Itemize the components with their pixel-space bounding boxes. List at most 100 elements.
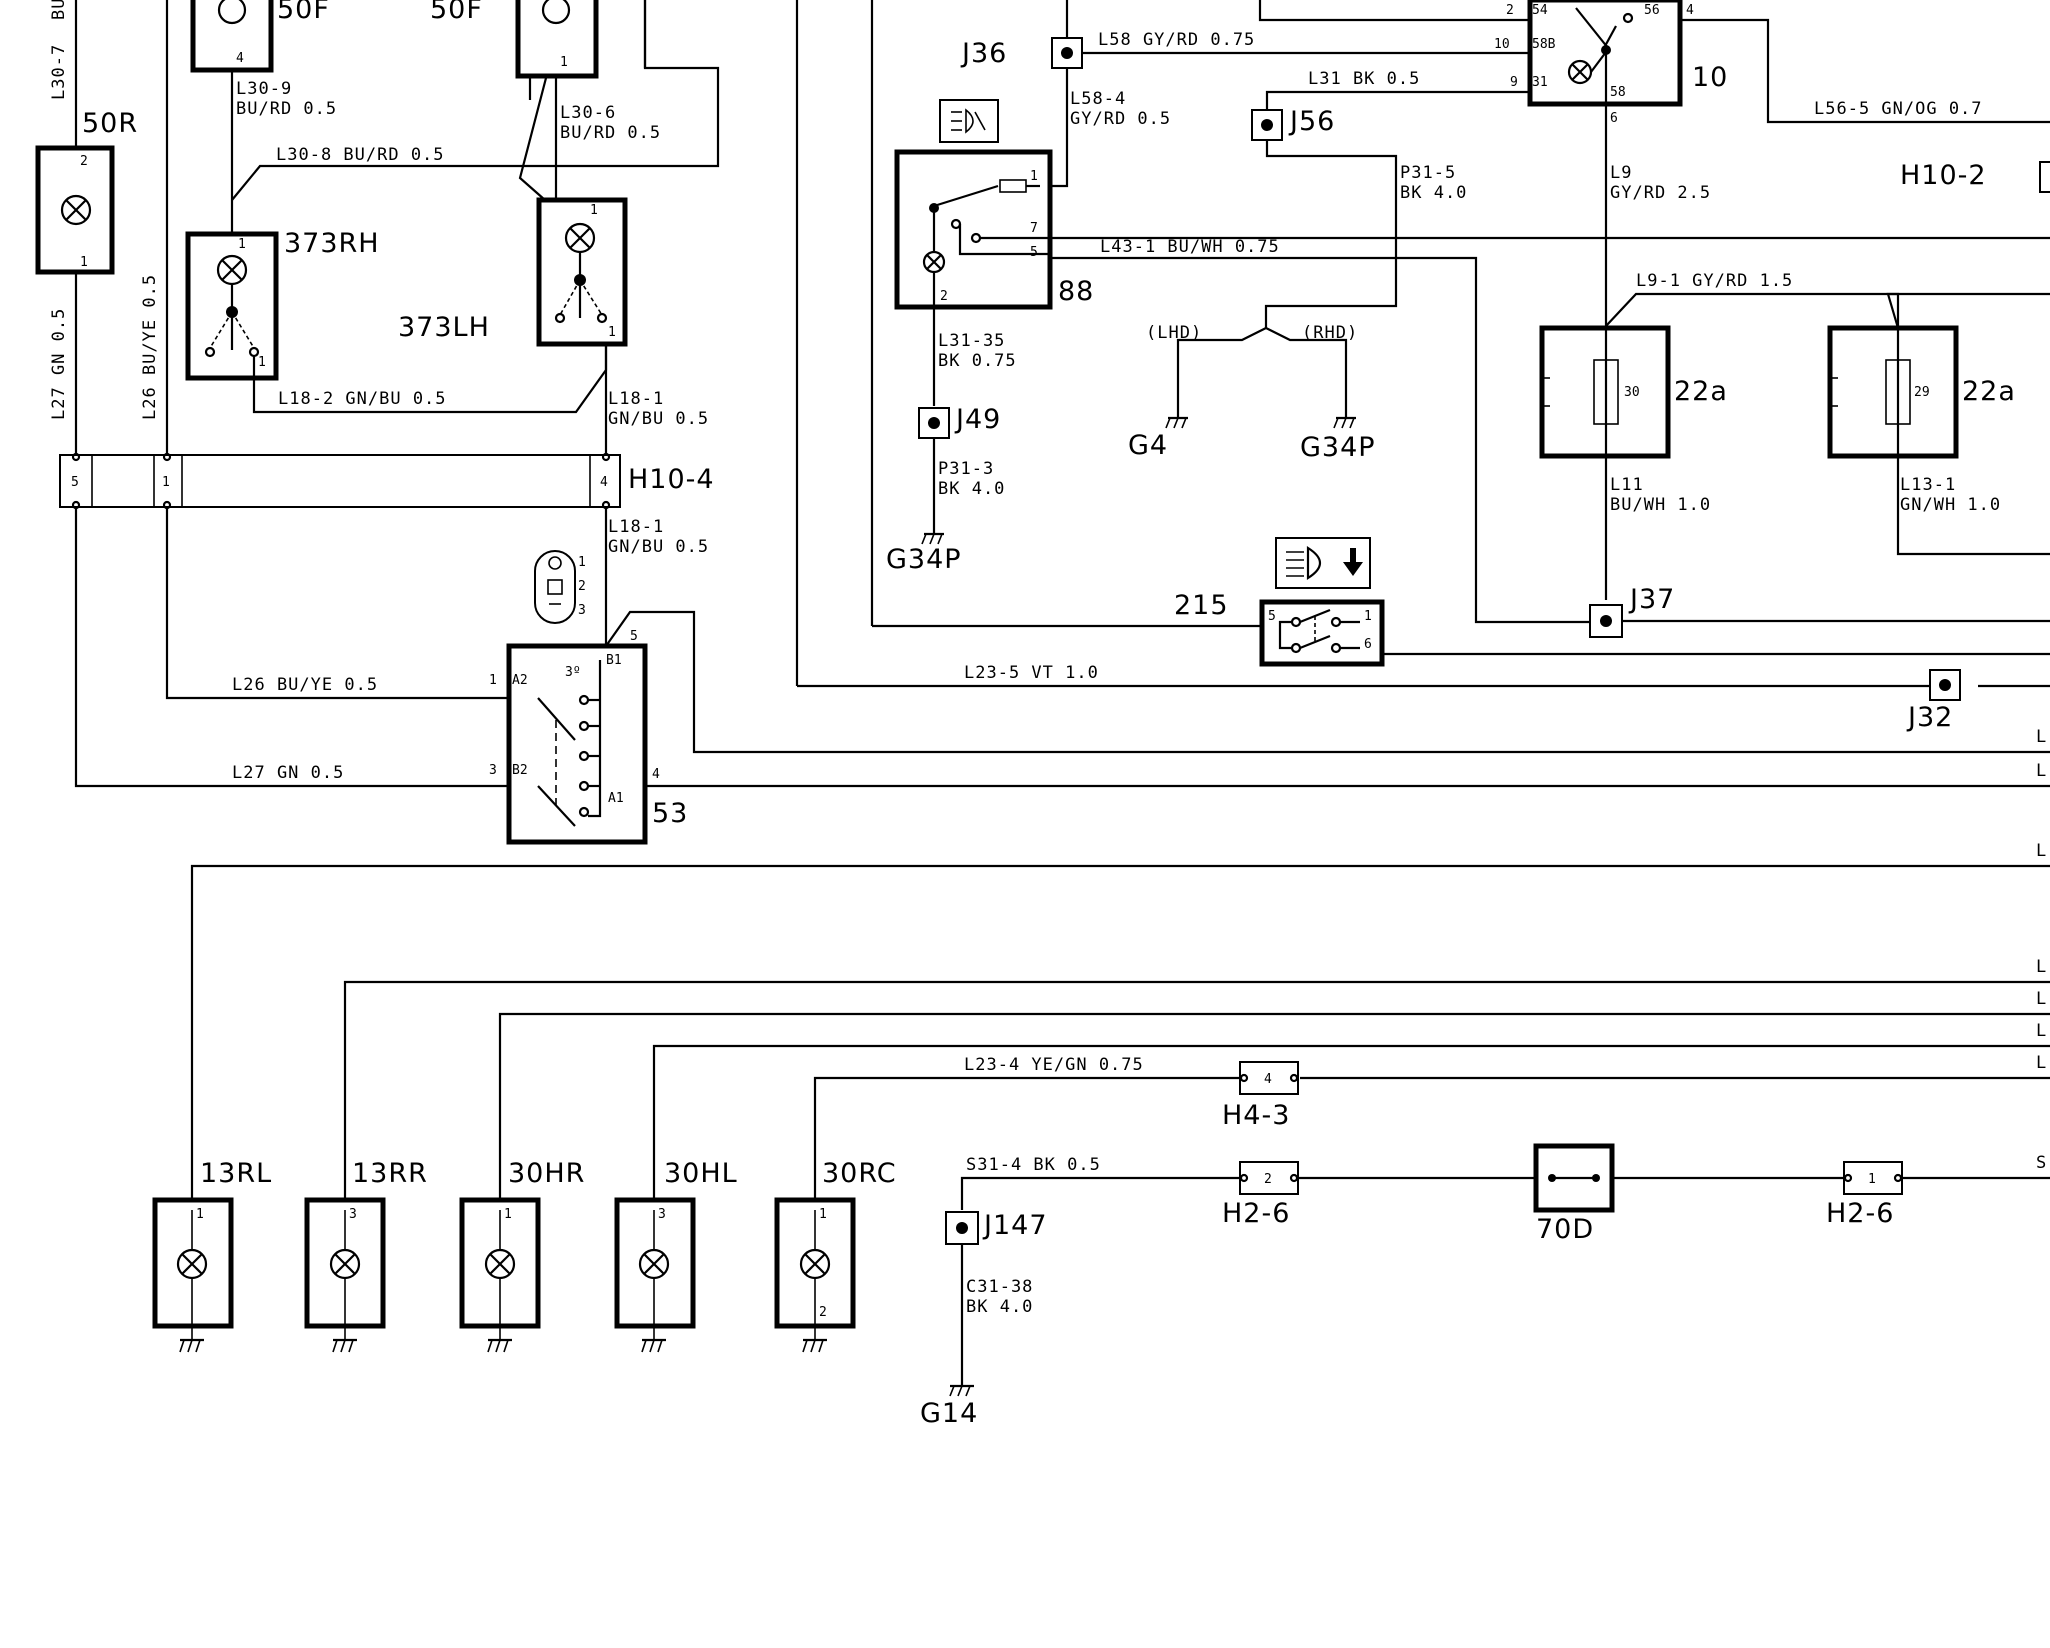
ground-icon xyxy=(949,1384,974,1397)
svg-text:1: 1 xyxy=(489,673,497,688)
svg-text:1: 1 xyxy=(1030,169,1038,184)
svg-text:4: 4 xyxy=(652,767,660,782)
edge-label-1: L xyxy=(2036,727,2047,747)
wire-l43-1 xyxy=(1050,256,1590,624)
wire-label-l23-5: L23-5 VT 1.0 xyxy=(964,663,1099,683)
svg-text:56: 56 xyxy=(1644,3,1660,18)
ground-icon xyxy=(179,1326,204,1353)
connector-h4-3: 4 xyxy=(1239,1061,1299,1095)
wire-label-s31-4: S31-4 BK 0.5 xyxy=(966,1155,1101,1175)
svg-text:2: 2 xyxy=(819,1305,827,1320)
wire-label-l9: L9 xyxy=(1610,163,1632,183)
ground-icon xyxy=(332,1326,357,1353)
wire-to-30hl xyxy=(652,1044,2050,1200)
wire-label-l26: L26 BU/YE 0.5 xyxy=(140,274,160,420)
wire-cross-373lh xyxy=(518,77,548,201)
svg-text:4: 4 xyxy=(236,51,244,66)
splice-j32 xyxy=(1929,669,1961,701)
wire-label-p31-5: P31-5 xyxy=(1400,163,1456,183)
label-h10-2: H10-2 xyxy=(1900,160,1987,191)
svg-text:2: 2 xyxy=(940,289,948,304)
label-50f-a: 50F xyxy=(277,0,330,25)
svg-text:29: 29 xyxy=(1914,385,1930,400)
ground-icon xyxy=(802,1326,827,1353)
label-10: 10 xyxy=(1692,62,1728,93)
wire-l23-4 xyxy=(813,1076,1240,1200)
svg-text:1: 1 xyxy=(819,1207,827,1222)
edge-label-4: L xyxy=(2036,957,2047,977)
label-215: 215 xyxy=(1174,590,1229,621)
svg-text:1: 1 xyxy=(196,1207,204,1222)
svg-text:2: 2 xyxy=(578,579,586,594)
wire-spec-l30-9: BU/RD 0.5 xyxy=(236,99,337,119)
wire-label-l30-6: L30-6 xyxy=(560,103,616,123)
switch-10: 2 54 56 4 10 58B 9 31 58 6 xyxy=(1494,0,1694,126)
splice-j56 xyxy=(1251,109,1283,141)
ground-icon xyxy=(921,532,944,545)
label-53: 53 xyxy=(652,798,688,829)
edge-label-s: S xyxy=(2036,1153,2047,1173)
label-373lh: 373LH xyxy=(398,312,490,343)
connector-h10-4: 5 1 4 xyxy=(59,452,621,510)
svg-text:B1: B1 xyxy=(606,653,622,668)
wire-l31 xyxy=(1265,90,1530,110)
wire-spec-l11: BU/WH 1.0 xyxy=(1610,495,1711,515)
wire-label-bu: BU xyxy=(49,0,69,20)
wire-label-l18-2: L18-2 GN/BU 0.5 xyxy=(278,389,447,409)
wire-spec-l31-35: BK 0.75 xyxy=(938,351,1017,371)
lamp-50f-left-side: 1 xyxy=(515,0,599,79)
svg-text:A2: A2 xyxy=(512,673,528,688)
wire-spec-l30-6: BU/RD 0.5 xyxy=(560,123,661,143)
svg-text:1: 1 xyxy=(504,1207,512,1222)
svg-text:6: 6 xyxy=(1364,637,1372,652)
lamp-30hr: 1 xyxy=(459,1197,541,1329)
svg-text:9: 9 xyxy=(1510,75,1518,90)
component-70d xyxy=(1533,1143,1615,1213)
wire-label-l43-1: L43-1 BU/WH 0.75 xyxy=(1100,237,1280,257)
edge-label-5: L xyxy=(2036,989,2047,1009)
wire-l26-lower xyxy=(165,507,510,700)
svg-text:4: 4 xyxy=(1264,1072,1272,1087)
svg-text:4: 4 xyxy=(600,475,608,490)
label-h10-4: H10-4 xyxy=(628,464,715,495)
svg-text:58B: 58B xyxy=(1532,37,1556,52)
svg-text:54: 54 xyxy=(1532,3,1548,18)
wire-spec-l9: GY/RD 2.5 xyxy=(1610,183,1711,203)
wire-label-l18-1b: L18-1 xyxy=(608,517,664,537)
wire-spec-l58-4: GY/RD 0.5 xyxy=(1070,109,1171,129)
label-30rc: 30RC xyxy=(822,1158,897,1189)
label-88: 88 xyxy=(1058,276,1094,307)
label-30hl: 30HL xyxy=(664,1158,738,1189)
label-j49: J49 xyxy=(954,404,1001,435)
fuse-22a-29: 29 xyxy=(1827,325,1959,459)
wire-label-l56-5: L56-5 GN/OG 0.7 xyxy=(1814,99,1983,119)
ground-icon xyxy=(641,1326,666,1353)
wire-label-l9-1: L9-1 GY/RD 1.5 xyxy=(1636,271,1793,291)
lamp-50r: 2 1 xyxy=(35,145,115,275)
lamp-50f-right-side: 4 xyxy=(190,0,274,73)
wire-label-l31: L31 BK 0.5 xyxy=(1308,69,1420,89)
svg-text:3: 3 xyxy=(658,1207,666,1222)
svg-text:1: 1 xyxy=(1364,609,1372,624)
lamp-30hl: 3 xyxy=(614,1197,696,1329)
splice-j36 xyxy=(1051,37,1083,69)
svg-text:31: 31 xyxy=(1532,75,1548,90)
svg-text:3: 3 xyxy=(349,1207,357,1222)
ground-icon xyxy=(1333,416,1356,429)
lamp-373lh: 1 1 xyxy=(536,197,628,347)
svg-text:2: 2 xyxy=(1506,3,1514,18)
wire-label-l11: L11 xyxy=(1610,475,1644,495)
wire-to-13rl xyxy=(190,864,2050,1200)
lamp-13rr: 3 xyxy=(304,1197,386,1329)
ground-icon xyxy=(1165,416,1188,429)
edge-label-7: L xyxy=(2036,1053,2047,1073)
wire-spec-c31-38: BK 4.0 xyxy=(966,1297,1033,1317)
svg-text:1: 1 xyxy=(80,255,88,270)
wire-to-g34p xyxy=(1265,327,1348,418)
label-j56: J56 xyxy=(1288,106,1335,137)
wire-53-pin5-out xyxy=(605,610,2050,754)
svg-text:2: 2 xyxy=(80,154,88,169)
wire-l56-5 xyxy=(1680,18,2050,124)
wire-spec-p31-3: BK 4.0 xyxy=(938,479,1005,499)
